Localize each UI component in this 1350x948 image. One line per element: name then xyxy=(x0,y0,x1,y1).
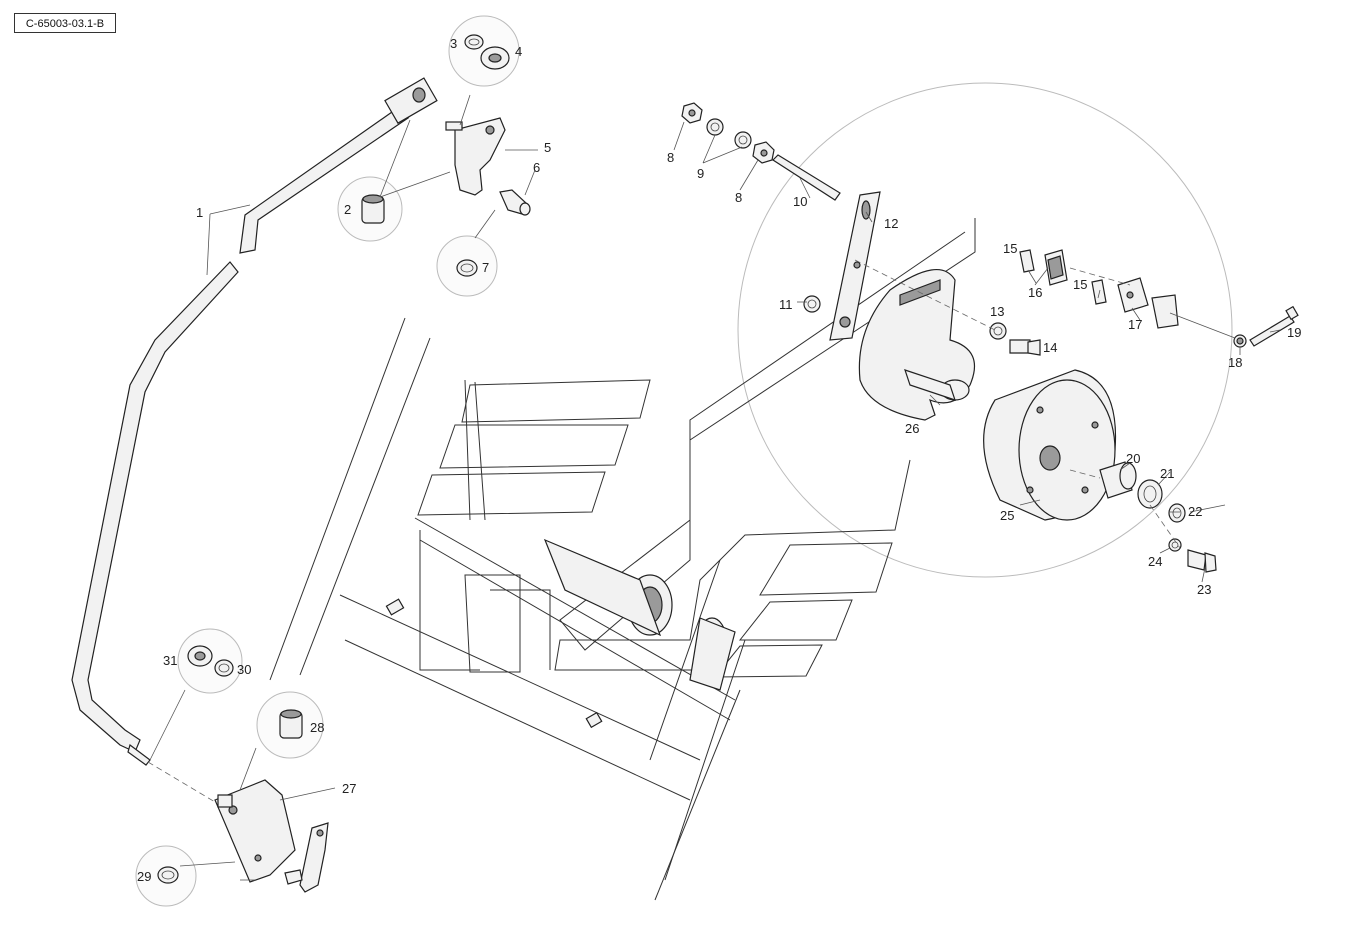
label-21: 21 xyxy=(1160,466,1174,481)
machine-frame xyxy=(269,218,976,901)
part-27-bracket xyxy=(214,779,296,883)
label-23: 23 xyxy=(1197,582,1211,597)
label-28: 28 xyxy=(310,720,324,735)
label-11: 11 xyxy=(779,297,793,312)
part-23-bolt xyxy=(1187,549,1217,573)
label-24: 24 xyxy=(1148,554,1162,569)
part-19-bolt xyxy=(1249,305,1299,347)
part-10-stud xyxy=(772,154,841,201)
part-28-bushing xyxy=(279,709,303,739)
label-31: 31 xyxy=(163,653,177,668)
part-12-slotted-bar xyxy=(829,191,881,341)
part-2-bushing xyxy=(361,194,385,224)
label-1: 1 xyxy=(196,205,203,220)
part-15-clip-b xyxy=(1091,279,1107,305)
label-26: 26 xyxy=(905,421,919,436)
callout-lines xyxy=(149,94,1281,881)
part-22-ring xyxy=(1168,503,1186,523)
part-16-block xyxy=(1044,249,1068,286)
label-9: 9 xyxy=(697,166,704,181)
part-24-washer xyxy=(1168,538,1182,552)
part-11-ring xyxy=(803,295,821,313)
part-9-washer-a xyxy=(706,118,724,136)
part-20-spacer xyxy=(1099,461,1137,499)
part-4-washer xyxy=(480,46,510,70)
part-17-bracket xyxy=(1117,277,1179,329)
part-1-rod xyxy=(71,77,438,766)
part-30-ring xyxy=(214,659,234,677)
label-17: 17 xyxy=(1128,317,1142,332)
part-6-pin xyxy=(499,189,531,216)
part-25-drum xyxy=(983,369,1117,521)
part-14-bolt xyxy=(1009,339,1041,356)
label-15b: 15 xyxy=(1073,277,1087,292)
part-5-bracket xyxy=(445,117,506,196)
label-16: 16 xyxy=(1028,285,1042,300)
label-7: 7 xyxy=(482,260,489,275)
part-7-ring xyxy=(456,259,478,277)
detail-circle xyxy=(737,82,1233,578)
part-26-plate xyxy=(858,269,976,421)
label-25: 25 xyxy=(1000,508,1014,523)
part-number-labels: 1 2 3 4 5 6 7 8 9 8 10 11 12 13 14 15 16… xyxy=(137,36,1301,884)
label-15a: 15 xyxy=(1003,241,1017,256)
part-18-ring xyxy=(1233,334,1247,348)
label-6: 6 xyxy=(533,160,540,175)
part-13-washer xyxy=(989,322,1007,340)
part-8-nut-a xyxy=(681,102,703,124)
part-29-ring xyxy=(157,866,179,884)
part-3-washer xyxy=(464,34,484,50)
label-8b: 8 xyxy=(735,190,742,205)
label-20: 20 xyxy=(1126,451,1140,466)
label-4: 4 xyxy=(515,44,522,59)
label-3: 3 xyxy=(450,36,457,51)
label-30: 30 xyxy=(237,662,251,677)
label-13: 13 xyxy=(990,304,1004,319)
lever-arm xyxy=(284,822,329,893)
part-21-washer xyxy=(1137,479,1163,509)
label-29: 29 xyxy=(137,869,151,884)
label-8a: 8 xyxy=(667,150,674,165)
label-2: 2 xyxy=(344,202,351,217)
label-27: 27 xyxy=(342,781,356,796)
part-15-clip-a xyxy=(1019,249,1035,273)
assembly-lines xyxy=(147,259,1181,803)
part-8-nut-b xyxy=(752,141,775,164)
label-22: 22 xyxy=(1188,504,1202,519)
label-10: 10 xyxy=(793,194,807,209)
drawing-reference-code: C-65003-03.1-B xyxy=(14,13,116,33)
part-31-washer xyxy=(187,645,213,667)
label-19: 19 xyxy=(1287,325,1301,340)
label-5: 5 xyxy=(544,140,551,155)
part-9-washer-b xyxy=(734,131,752,149)
label-14: 14 xyxy=(1043,340,1057,355)
label-18: 18 xyxy=(1228,355,1242,370)
label-12: 12 xyxy=(884,216,898,231)
